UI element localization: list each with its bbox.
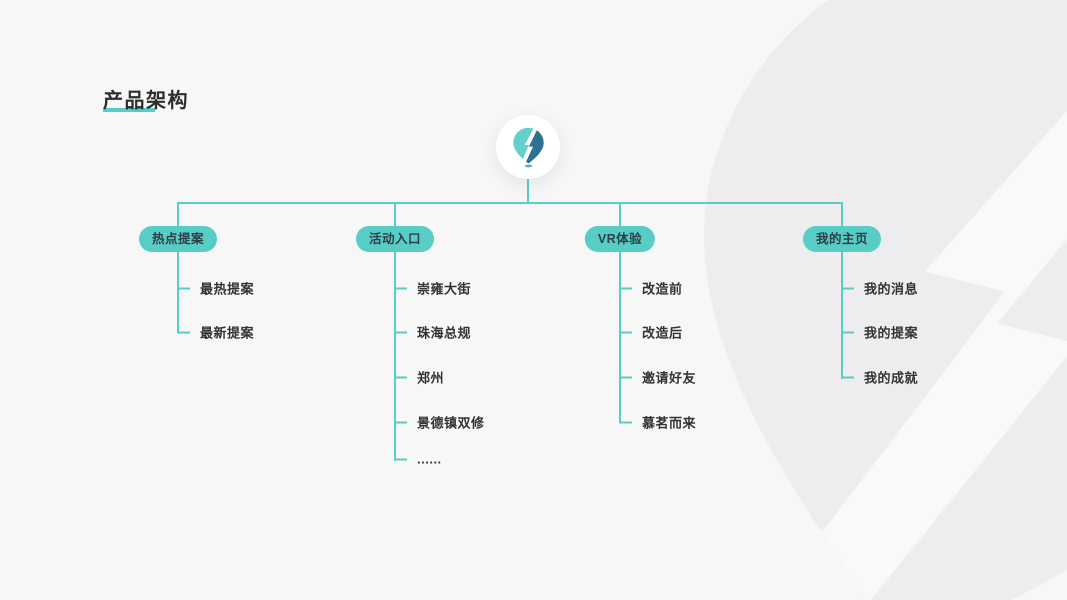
title-underline xyxy=(103,108,155,112)
branch-line-1 xyxy=(177,202,179,333)
leaf-item: 改造前 xyxy=(619,279,683,298)
watermark-pin-logo xyxy=(610,0,1067,600)
leaf-item: 景德镇双修 xyxy=(394,413,485,432)
leaf-label: 最热提案 xyxy=(200,281,255,297)
leaf-item: 改造后 xyxy=(619,323,683,342)
branch-label: 热点提案 xyxy=(151,232,205,246)
leaf-label: 崇雍大街 xyxy=(417,281,472,297)
branch-label: 活动入口 xyxy=(368,232,422,246)
branch-node-activity-entry: 活动入口 xyxy=(355,226,435,252)
tick-connector xyxy=(394,421,407,423)
tick-connector xyxy=(841,376,854,378)
page-title: 产品架构 xyxy=(103,90,189,112)
leaf-label: 我的提案 xyxy=(864,325,919,341)
leaf-item: 我的消息 xyxy=(841,279,918,298)
tick-connector xyxy=(619,287,632,289)
leaf-label: 最新提案 xyxy=(200,325,255,341)
leaf-item: 最热提案 xyxy=(177,279,254,298)
tick-connector xyxy=(177,287,190,289)
leaf-item: 慕茗而来 xyxy=(619,413,696,432)
app-logo xyxy=(496,115,560,179)
pin-logo-icon xyxy=(512,127,544,167)
connector-bus xyxy=(177,202,843,204)
branch-node-hot-proposals: 热点提案 xyxy=(138,226,218,252)
leaf-item: 崇雍大街 xyxy=(394,279,471,298)
tick-connector xyxy=(841,331,854,333)
leaf-item: 郑州 xyxy=(394,368,444,387)
leaf-label: 改造前 xyxy=(642,281,683,297)
leaf-item: 我的成就 xyxy=(841,368,918,387)
tick-connector xyxy=(394,376,407,378)
branch-line-3 xyxy=(619,202,621,423)
tick-connector xyxy=(177,331,190,333)
leaf-item: 邀请好友 xyxy=(619,368,696,387)
tick-connector xyxy=(394,458,407,460)
leaf-item: 最新提案 xyxy=(177,323,254,342)
leaf-label: 邀请好友 xyxy=(642,370,697,386)
leaf-item: ...... xyxy=(394,452,442,467)
tick-connector xyxy=(394,331,407,333)
leaf-label: 珠海总规 xyxy=(417,325,472,341)
leaf-label: 慕茗而来 xyxy=(642,415,697,431)
leaf-label: 我的成就 xyxy=(864,370,919,386)
branch-node-my-homepage: 我的主页 xyxy=(802,226,882,252)
connector-trunk xyxy=(527,176,529,203)
tick-connector xyxy=(619,376,632,378)
branch-label: VR体验 xyxy=(597,232,643,246)
leaf-item: 我的提案 xyxy=(841,323,918,342)
tick-connector xyxy=(619,421,632,423)
leaf-label: ...... xyxy=(417,451,442,467)
leaf-label: 郑州 xyxy=(417,370,445,386)
branch-line-4 xyxy=(841,202,843,379)
tick-connector xyxy=(394,287,407,289)
branch-node-vr-experience: VR体验 xyxy=(584,226,656,252)
tick-connector xyxy=(619,331,632,333)
leaf-label: 改造后 xyxy=(642,325,683,341)
leaf-item: 珠海总规 xyxy=(394,323,471,342)
tick-connector xyxy=(841,287,854,289)
branch-label: 我的主页 xyxy=(815,232,869,246)
leaf-label: 景德镇双修 xyxy=(417,415,485,431)
leaf-label: 我的消息 xyxy=(864,281,919,297)
